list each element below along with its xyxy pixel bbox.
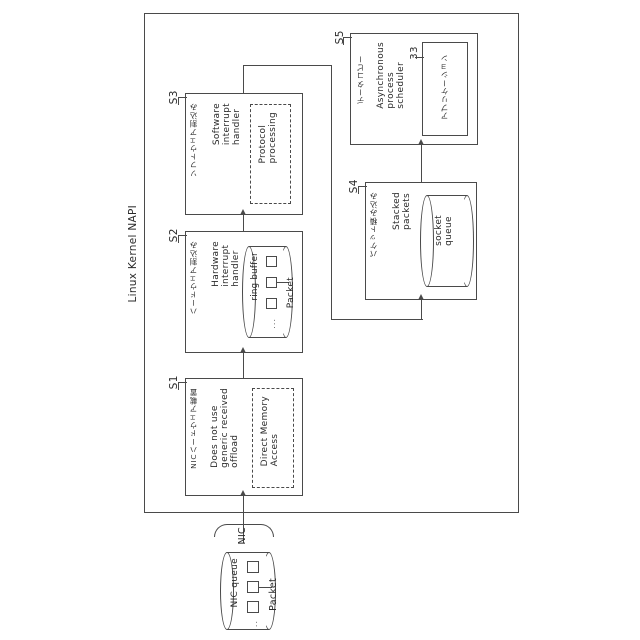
- s4-socket-queue-cylinder: [420, 195, 474, 287]
- s2-ring-buffer-cylinder: [242, 246, 293, 338]
- nic-packet-cell-1: [247, 561, 259, 573]
- arrow-s3-to-s4-seg-up: [243, 65, 245, 94]
- s2-packet-cell-2: [266, 277, 277, 288]
- s2-ring-buffer-label: ring buffer: [250, 252, 260, 301]
- s4-en-label: Stacked packets: [392, 192, 413, 230]
- arrow-s2-to-s3-head: [240, 209, 246, 215]
- s1-direct-memory-access-box: [252, 388, 294, 488]
- arrow-s1-to-s2-head: [240, 347, 246, 353]
- s1-direct-memory-access-label: Direct Memory Access: [260, 396, 281, 467]
- s5-en-label: Asynchronous process scheduler: [376, 42, 407, 109]
- s1-jp-label: NICハードウェア載置: [189, 388, 198, 469]
- nic-link-label: NIC: [237, 527, 248, 545]
- arrow-nic-to-s1-head: [240, 490, 246, 496]
- s2-packet-label: Packet: [286, 277, 296, 309]
- s4-leader-2: [358, 186, 360, 194]
- s1-leader: [178, 382, 187, 384]
- arrow-nic-to-s1-line: [243, 496, 245, 543]
- s3-en-label: Software interrupt handler: [212, 103, 243, 146]
- s1-en-label: Does not use generic received offload: [210, 388, 241, 468]
- s2-packet-leader: [277, 282, 289, 284]
- arrow-s2-to-s3-line: [243, 215, 245, 231]
- s2-jp-label: ハードウェア割込み: [189, 241, 198, 315]
- s2-en-label: Hardware interrupt handler: [211, 241, 242, 287]
- s5-leader-2: [343, 37, 345, 45]
- linux-kernel-napi-label: Linux Kernel NAPI: [127, 205, 139, 303]
- arrow-s3-to-s4-seg-down: [331, 65, 333, 320]
- s2-packet-ellipsis: ...: [268, 318, 277, 329]
- arrow-s3-to-s4-seg-in: [331, 319, 423, 321]
- s1-leader-2: [178, 382, 180, 390]
- nic-packet-leader: [259, 587, 272, 589]
- s2-leader-2: [178, 235, 180, 243]
- s2-packet-cell-3: [266, 298, 277, 309]
- s3-protocol-processing-label: Protocol processing: [258, 112, 279, 164]
- s5-jp-label: データコピー: [356, 55, 365, 105]
- s4-jp-label: パケット積み込み: [369, 192, 378, 258]
- nic-queue-cylinder: [220, 552, 276, 630]
- s3-jp-label: ソフトウェア割込み: [189, 103, 198, 177]
- nic-packet-label: Packet: [268, 578, 279, 611]
- nic-queue-label: NIC queue: [230, 558, 240, 608]
- s2-packet-cell-1: [266, 256, 277, 267]
- arrow-s4-to-s5-line: [421, 145, 423, 182]
- arrow-s4-entry-line: [421, 300, 423, 320]
- arrow-s3-to-s4-seg-across: [243, 65, 332, 67]
- nic-packet-ellipsis: ...: [250, 620, 259, 631]
- s5-application-label: アプリケーション: [440, 54, 449, 120]
- s4-socket-queue-label: socket queue: [434, 215, 455, 246]
- s5-leader: [343, 37, 352, 39]
- s3-leader: [178, 97, 187, 99]
- s2-leader: [178, 235, 187, 237]
- arrow-s1-to-s2-line: [243, 353, 245, 378]
- arrow-s3-to-s4-head: [418, 294, 424, 300]
- s5-application-box: [422, 42, 468, 136]
- s5-application-ref-leader: [415, 57, 424, 59]
- nic-packet-cell-2: [247, 581, 259, 593]
- linux-kernel-napi-frame: [144, 13, 519, 513]
- s4-leader: [358, 186, 367, 188]
- s3-protocol-processing-box: [250, 104, 291, 204]
- nic-packet-cell-3: [247, 601, 259, 613]
- s3-leader-2: [178, 97, 180, 105]
- arrow-s4-to-s5-head: [418, 139, 424, 145]
